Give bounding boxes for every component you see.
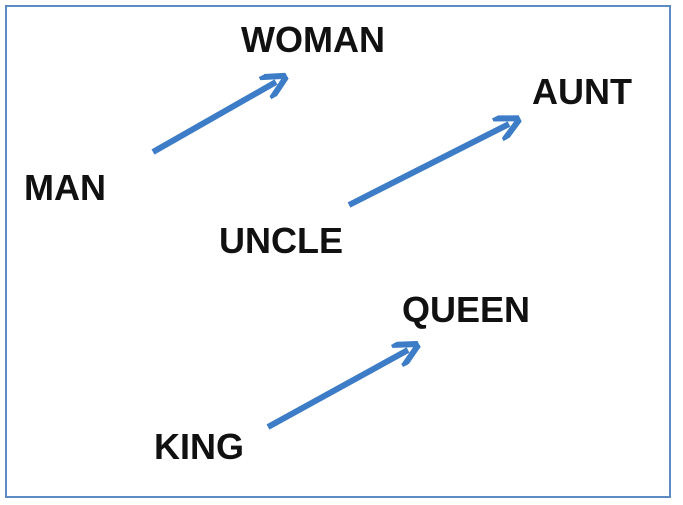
word-uncle: UNCLE xyxy=(219,220,343,261)
word-man: MAN xyxy=(24,167,106,208)
word-king: KING xyxy=(154,426,244,467)
word-woman: WOMAN xyxy=(241,19,385,60)
word-aunt: AUNT xyxy=(532,71,632,112)
word-queen: QUEEN xyxy=(402,289,531,330)
